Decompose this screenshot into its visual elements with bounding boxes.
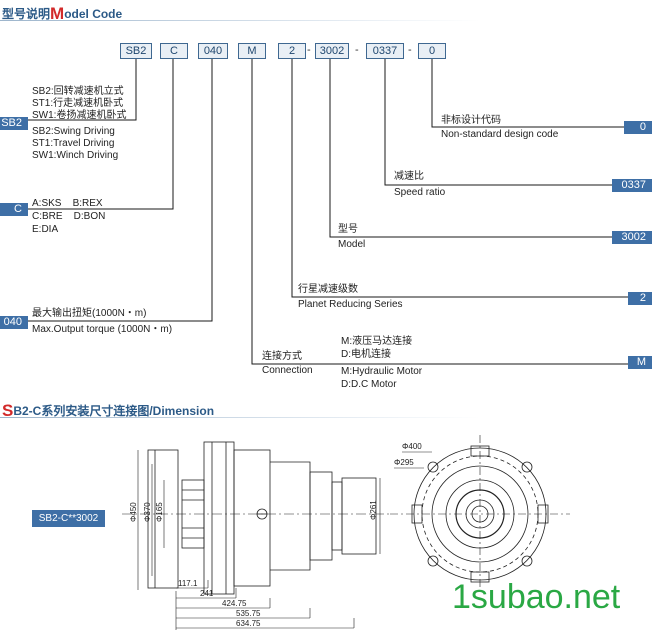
nonstd-cn: 非标设计代码 <box>441 115 501 126</box>
right-tag-0337: 0337 <box>612 179 652 192</box>
side-view-drawing: Φ450 Φ370 Φ165 Φ261 117.1 241 424.75 535… <box>122 441 392 630</box>
connection-option-en: M:Hydraulic Motor <box>341 366 423 377</box>
nonstd-en: Non-standard design code <box>441 129 559 140</box>
sb2-cn-line: ST1:行走减速机卧式 <box>32 98 124 109</box>
code-box-sb2: SB2 <box>120 43 152 59</box>
watermark: 1subao.net <box>452 578 621 616</box>
code-box-3002: 3002 <box>315 43 349 59</box>
code-box-0: 0 <box>418 43 446 59</box>
header-rest: B2-C系列安装尺寸连接图/Dimension <box>13 404 215 418</box>
left-tag-sb2: SB2 <box>0 117 28 130</box>
connection-cn: 连接方式 <box>262 351 302 362</box>
connection-option-cn: M:液压马达连接 <box>341 336 413 347</box>
code-separator: - <box>408 44 412 56</box>
c-option-line: E:DIA <box>32 224 59 235</box>
dim-d261: Φ261 <box>369 500 378 520</box>
code-box-040: 040 <box>198 43 228 59</box>
front-view-drawing: Φ400 Φ295 <box>390 435 570 595</box>
model-code-header: 型号说明Model Code <box>2 4 123 23</box>
dim-634-75: 634.75 <box>236 619 261 628</box>
header-rest: odel Code <box>64 7 123 21</box>
dim-241: 241 <box>200 589 214 598</box>
dim-d450: Φ450 <box>129 502 138 522</box>
spec-label: SB2-C**3002 <box>32 510 105 527</box>
dim-d400: Φ400 <box>402 442 422 451</box>
dim-d165: Φ165 <box>155 502 164 522</box>
model-cn: 型号 <box>338 224 358 235</box>
sb2-cn-line: SW1:卷扬减速机卧式 <box>32 110 127 121</box>
ratio-cn: 减速比 <box>394 171 424 182</box>
sb2-en-line: SB2:Swing Driving <box>32 126 115 137</box>
dim-535-75: 535.75 <box>236 609 261 618</box>
ratio-en: Speed ratio <box>394 187 446 198</box>
header-divider <box>0 417 480 418</box>
right-tag-m: M <box>628 356 652 369</box>
right-tag-3002: 3002 <box>612 231 652 244</box>
connection-en: Connection <box>262 365 313 376</box>
left-tag-040: 040 <box>0 316 28 329</box>
header-cn: 型号说明 <box>2 7 51 21</box>
connection-option-en: D:D.C Motor <box>341 379 397 390</box>
c-option-line: C:BRE D:BON <box>32 211 106 222</box>
header-letter: S <box>2 401 14 420</box>
dim-424-75: 424.75 <box>222 599 247 608</box>
code-separator: - <box>355 44 359 56</box>
code-box-0337: 0337 <box>366 43 404 59</box>
torque-cn: 最大输出扭矩(1000N・m) <box>32 308 147 319</box>
header-divider <box>0 20 480 21</box>
code-box-2: 2 <box>278 43 306 59</box>
sb2-cn-line: SB2:回转减速机立式 <box>32 86 124 97</box>
dim-117-1: 117.1 <box>178 579 198 588</box>
model-en: Model <box>338 239 366 250</box>
code-box-m: M <box>238 43 266 59</box>
connection-option-cn: D:电机连接 <box>341 349 391 360</box>
torque-en: Max.Output torque (1000N・m) <box>32 324 173 335</box>
code-separator: - <box>307 44 311 56</box>
dimension-header: SB2-C系列安装尺寸连接图/Dimension <box>2 401 215 420</box>
series-en: Planet Reducing Series <box>298 299 403 310</box>
series-cn: 行星减速级数 <box>298 284 358 295</box>
c-option-line: A:SKS B:REX <box>32 198 103 209</box>
sb2-en-line: ST1:Travel Driving <box>32 138 115 149</box>
dim-d370: Φ370 <box>143 502 152 522</box>
code-connector-lines <box>28 57 628 365</box>
header-letter: M <box>50 4 65 23</box>
sb2-en-line: SW1:Winch Driving <box>32 150 119 161</box>
right-tag-2: 2 <box>628 292 652 305</box>
left-tag-c: C <box>0 203 28 216</box>
right-tag-0: 0 <box>624 121 652 134</box>
dim-d295: Φ295 <box>394 458 414 467</box>
code-box-c: C <box>160 43 188 59</box>
